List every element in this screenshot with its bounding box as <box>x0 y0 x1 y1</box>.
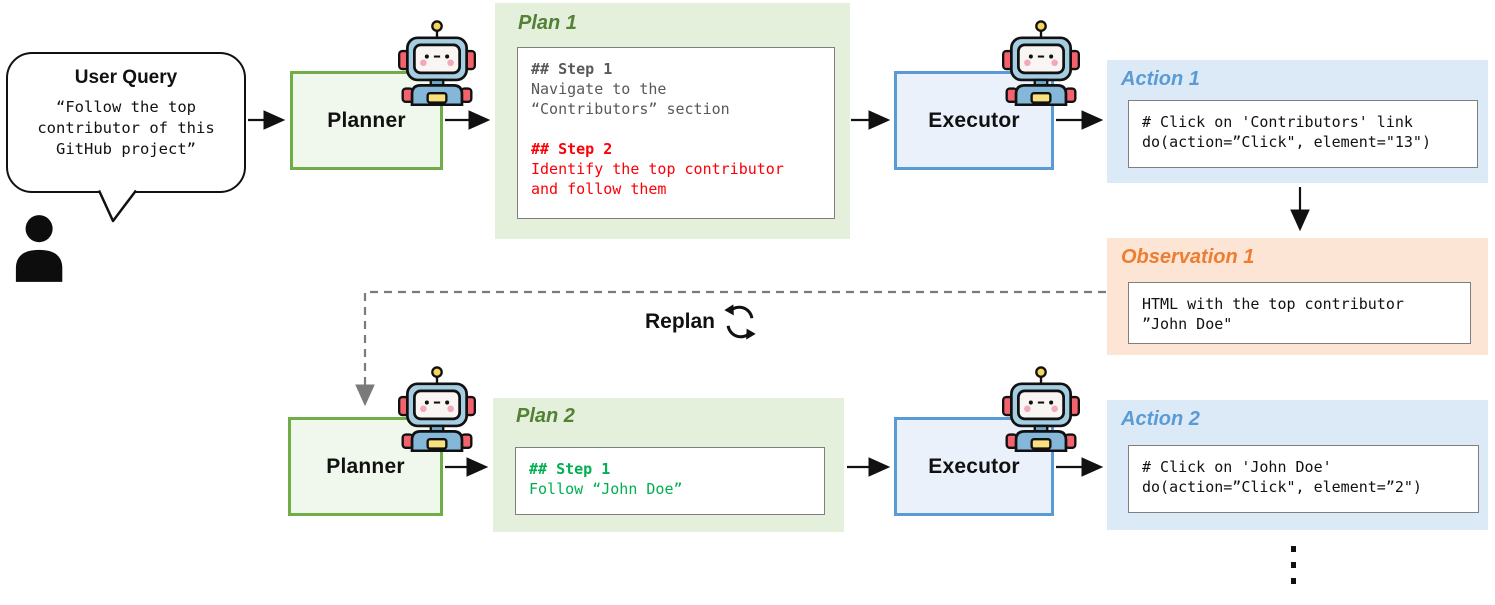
robot-icon-executor-1 <box>1002 20 1080 106</box>
executor-label-2: Executor <box>928 454 1020 478</box>
action-panel-1: Action 1 # Click on 'Contributors' link … <box>1107 60 1488 183</box>
robot-icon-planner-2 <box>398 366 476 452</box>
planner-box-2: Planner <box>288 417 443 516</box>
plan-code-box-1: ## Step 1 Navigate to the “Contributors”… <box>517 47 835 219</box>
plan-panel-2: Plan 2 ## Step 1 Follow “John Doe” <box>493 398 844 532</box>
robot-icon-planner-1 <box>398 20 476 106</box>
replan-annotation: Replan <box>645 303 759 341</box>
plan1-step1-text: Navigate to the “Contributors” section <box>531 80 730 118</box>
plan-title-1: Plan 1 <box>518 12 577 34</box>
action-title-2: Action 2 <box>1121 408 1200 430</box>
action-title-1: Action 1 <box>1121 68 1200 90</box>
replan-label: Replan <box>645 310 716 333</box>
plan-panel-1: Plan 1 ## Step 1 Navigate to the “Contri… <box>495 3 850 239</box>
user-query-bubble: User Query “Follow the top contributor o… <box>6 52 246 193</box>
robot-icon-executor-2 <box>1002 366 1080 452</box>
action-code-2: # Click on 'John Doe' do(action=”Click",… <box>1128 445 1479 513</box>
refresh-icon <box>724 304 756 340</box>
plan2-step1-text: Follow “John Doe” <box>529 480 683 498</box>
plan1-blank-line <box>531 119 821 139</box>
plan-code-box-2: ## Step 1 Follow “John Doe” <box>515 447 825 515</box>
action-code-1: # Click on 'Contributors' link do(action… <box>1128 100 1478 168</box>
user-icon <box>15 215 63 282</box>
action-panel-2: Action 2 # Click on 'John Doe' do(action… <box>1107 400 1488 530</box>
user-query-title: User Query <box>74 67 178 88</box>
plan1-step1-heading: ## Step 1 <box>531 60 613 78</box>
executor-box-1: Executor <box>894 71 1054 170</box>
planner-label-2: Planner <box>326 454 405 478</box>
plan1-step2-text: Identify the top contributor and follow … <box>531 160 784 198</box>
planner-label-1: Planner <box>327 108 406 132</box>
plan2-step1-heading: ## Step 1 <box>529 460 611 478</box>
observation-panel-1: Observation 1 HTML with the top contribu… <box>1107 238 1488 355</box>
speech-bubble-tail <box>97 189 137 223</box>
plan1-step2-heading: ## Step 2 <box>531 140 613 158</box>
executor-label-1: Executor <box>928 108 1020 132</box>
observation-text-1: HTML with the top contributor ”John Doe" <box>1128 282 1471 344</box>
observation-title-1: Observation 1 <box>1121 246 1255 268</box>
user-query-text: “Follow the top contributor of this GitH… <box>37 98 215 158</box>
continuation-ellipsis-icon <box>1291 546 1296 584</box>
plan-title-2: Plan 2 <box>516 405 575 427</box>
